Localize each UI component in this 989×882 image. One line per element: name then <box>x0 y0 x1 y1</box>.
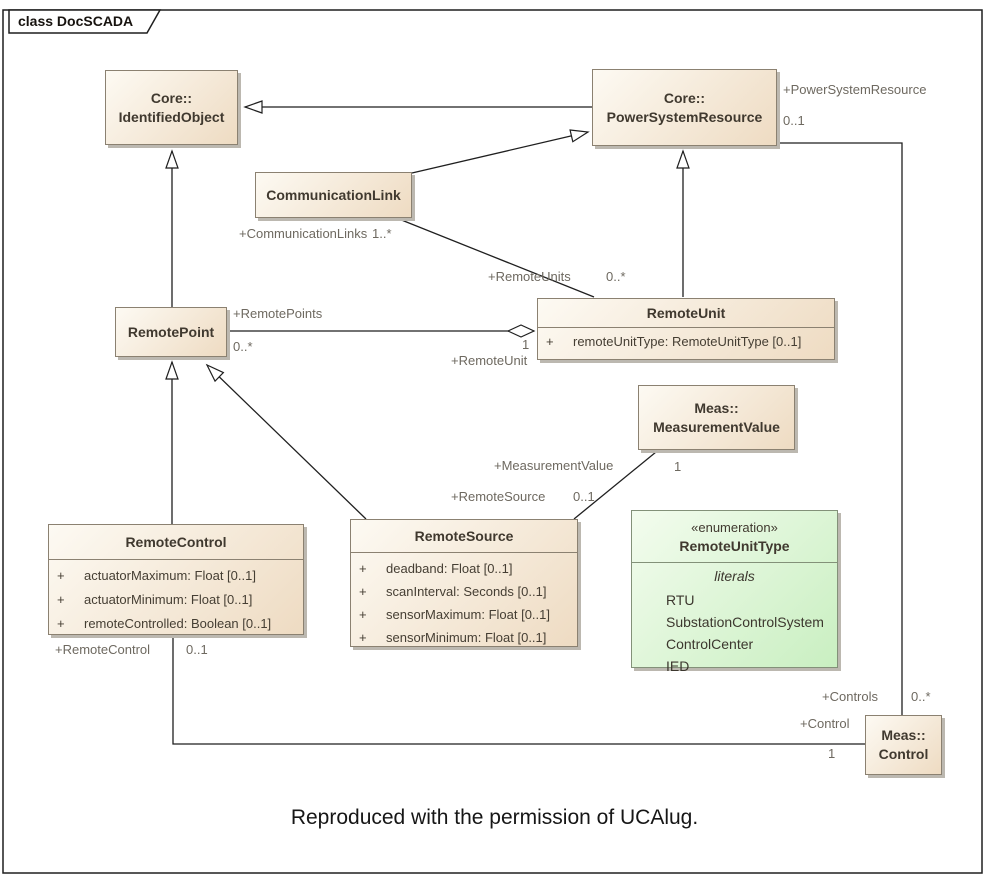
class-name: RemoteSource <box>351 520 577 553</box>
role-label-remote-control: +RemoteControl <box>55 642 151 657</box>
enum-literal: ControlCenter <box>666 636 754 652</box>
attribute-row: +remoteUnitType: RemoteUnitType [0..1] <box>546 334 802 349</box>
class-name: Meas:: MeasurementValue <box>653 399 780 435</box>
role-label-remote-points: +RemotePoints <box>233 306 323 321</box>
association-remotecontrol-control <box>172 635 865 745</box>
class-control: Meas:: Control <box>865 715 942 775</box>
multiplicity-power-system-resource: 0..1 <box>783 113 805 128</box>
multiplicity-communication-links: 1..* <box>372 226 392 241</box>
permission-caption: Reproduced with the permission of UCAlug… <box>290 806 699 829</box>
association-psr-control <box>777 142 903 715</box>
class-measurement-value: Meas:: MeasurementValue <box>638 385 795 450</box>
role-label-control: +Control <box>800 716 850 731</box>
multiplicity-measurement-value: 1 <box>674 459 682 474</box>
role-label-measurement-value: +MeasurementValue <box>494 458 614 473</box>
stereotype-label: «enumeration» <box>691 519 778 535</box>
class-name: RemotePoint <box>127 323 215 340</box>
attribute-compartment: +deadband: Float [0..1] +scanInterval: S… <box>351 553 577 649</box>
role-label-remote-source: +RemoteSource <box>451 489 546 504</box>
class-name: Meas:: Control <box>878 727 929 762</box>
role-label-power-system-resource: +PowerSystemResource <box>783 82 927 97</box>
diagram-title: class DocSCADA <box>18 13 134 29</box>
enum-literal: SubstationControlSystem <box>666 614 824 630</box>
enum-literal: RTU <box>666 592 695 608</box>
class-remote-point: RemotePoint <box>115 307 227 357</box>
attribute-row: +actuatorMinimum: Float [0..1] <box>57 592 253 607</box>
role-label-remote-unit: +RemoteUnit <box>451 353 528 368</box>
class-remote-control: RemoteControl +actuatorMaximum: Float [0… <box>48 524 304 635</box>
enum-literal: IED <box>666 658 690 674</box>
class-name: CommunicationLink <box>266 186 401 203</box>
attribute-row: +sensorMinimum: Float [0..1] <box>359 630 547 645</box>
attribute-row: +sensorMaximum: Float [0..1] <box>359 607 550 622</box>
multiplicity-controls: 0..* <box>911 689 931 704</box>
role-label-communication-links: +CommunicationLinks <box>239 226 368 241</box>
diagram-frame <box>2 9 983 874</box>
literals-compartment: literals RTU SubstationControlSystem Con… <box>632 563 837 677</box>
class-remote-source: RemoteSource +deadband: Float [0..1] +sc… <box>350 519 578 647</box>
generalization-remotesource-to-remotepoint <box>205 363 367 520</box>
enumeration-name: «enumeration» RemoteUnitType <box>632 511 837 563</box>
attribute-row: +actuatorMaximum: Float [0..1] <box>57 568 256 583</box>
class-name: RemoteUnit <box>538 299 834 328</box>
association-communicationlink-remoteunit <box>398 218 595 298</box>
multiplicity-control: 1 <box>828 746 836 761</box>
literals-caption: literals <box>714 568 755 584</box>
role-label-remote-units: +RemoteUnits <box>488 269 571 284</box>
class-remote-unit: RemoteUnit +remoteUnitType: RemoteUnitTy… <box>537 298 835 360</box>
multiplicity-remote-source: 0..1 <box>573 489 595 504</box>
attribute-row: +remoteControlled: Boolean [0..1] <box>57 616 272 631</box>
enumeration-remote-unit-type: «enumeration» RemoteUnitType literals RT… <box>631 510 838 674</box>
class-name: RemoteControl <box>49 525 303 560</box>
class-identified-object: Core:: IdentifiedObject <box>105 70 238 145</box>
class-power-system-resource: Core:: PowerSystemResource <box>592 69 777 146</box>
class-name: Core:: PowerSystemResource <box>606 89 763 125</box>
class-name: Core:: IdentifiedObject <box>118 89 225 125</box>
diagram-title-tab <box>8 9 162 34</box>
multiplicity-remote-unit: 1 <box>522 337 530 352</box>
multiplicity-remote-units: 0..* <box>606 269 626 284</box>
role-label-controls: +Controls <box>822 689 878 704</box>
association-remotesource-measurementvalue <box>573 451 657 520</box>
class-communication-link: CommunicationLink <box>255 172 412 218</box>
attribute-compartment: +actuatorMaximum: Float [0..1] +actuator… <box>49 560 303 636</box>
multiplicity-remote-points: 0..* <box>233 339 253 354</box>
attribute-row: +deadband: Float [0..1] <box>359 561 513 576</box>
multiplicity-remote-control: 0..1 <box>186 642 208 657</box>
generalization-communicationlink-to-psr <box>411 129 590 174</box>
attribute-compartment: +remoteUnitType: RemoteUnitType [0..1] <box>538 328 834 354</box>
attribute-row: +scanInterval: Seconds [0..1] <box>359 584 547 599</box>
